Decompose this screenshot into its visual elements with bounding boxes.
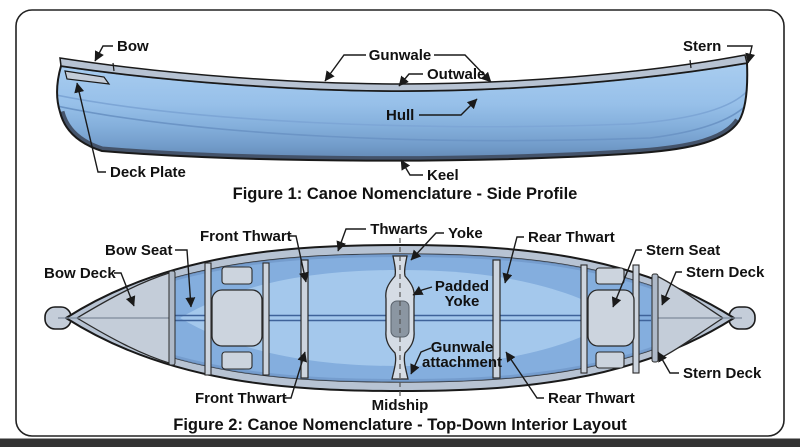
- bow-seat-rail-right: [262, 262, 270, 376]
- bow-rail-notch: [112, 62, 115, 72]
- leader-gunwale-left: [324, 54, 366, 82]
- stern-rail-notch: [689, 59, 692, 69]
- leader-yoke: [410, 232, 444, 261]
- leader-keel: [400, 159, 423, 176]
- label-keel: Keel: [427, 167, 459, 184]
- stern-seat-assembly: [580, 264, 640, 374]
- figure2-caption: Figure 2: Canoe Nomenclature - Top-Down …: [173, 416, 627, 434]
- stern-seat-shape: [587, 289, 635, 347]
- stern-bulkhead: [651, 273, 659, 363]
- leader-thwarts: [336, 228, 366, 252]
- leader-front-thwart-top: [289, 235, 309, 283]
- label-stern-seat: Stern Seat: [646, 242, 720, 259]
- stern-seat-brace-bottom: [595, 351, 625, 369]
- leader-stern-seat: [611, 249, 642, 308]
- label-front-thwart-top: Front Thwart: [200, 228, 292, 245]
- label-rear-thwart-top: Rear Thwart: [528, 229, 615, 246]
- bow-seat-rail-left: [204, 262, 212, 376]
- leader-rear-thwart-bottom: [505, 351, 544, 399]
- label-gunwale-attachment-line2: attachment: [422, 354, 502, 371]
- leader-gunwale-attachment: [410, 347, 432, 375]
- leader-stern-deck-bottom: [657, 351, 679, 374]
- figure2-top-down: Bow Seat Bow Deck Front Thwart Front Thw…: [44, 221, 765, 434]
- leader-rear-thwart-top: [502, 236, 524, 284]
- label-gunwale: Gunwale: [369, 47, 432, 64]
- label-gunwale-attachment-line1: Gunwale: [431, 339, 494, 356]
- leader-hull: [419, 98, 478, 116]
- label-rear-thwart-bottom: Rear Thwart: [548, 390, 635, 407]
- figure1-caption: Figure 1: Canoe Nomenclature - Side Prof…: [233, 185, 578, 203]
- front-thwart-bar: [300, 259, 309, 379]
- label-hull: Hull: [386, 107, 414, 124]
- label-outwale: Outwale: [427, 66, 485, 83]
- leader-gunwale-right: [434, 54, 492, 83]
- bottom-bar: [0, 438, 800, 447]
- label-bow-deck: Bow Deck: [44, 265, 116, 282]
- rear-thwart-bar: [492, 259, 501, 379]
- bow-seat-assembly: [204, 262, 270, 376]
- bow-seat-brace-top: [221, 266, 253, 285]
- figure1-side-profile: Bow Gunwale Outwale Hull Keel Stern Deck…: [56, 38, 756, 203]
- leader-stern: [727, 45, 756, 64]
- leader-bow-deck: [114, 272, 136, 307]
- stern-seat-brace-top: [595, 267, 625, 285]
- label-yoke: Yoke: [448, 225, 483, 242]
- label-deck-plate: Deck Plate: [110, 164, 186, 181]
- bow-seat-shape: [211, 289, 263, 347]
- leader-padded-yoke: [412, 286, 433, 296]
- label-midship: Midship: [372, 397, 429, 414]
- leader-front-thwart-bottom: [284, 351, 308, 399]
- deck-plate-shape: [64, 70, 111, 85]
- leader-deck-plate: [74, 82, 106, 173]
- label-padded-yoke-line2: Yoke: [445, 293, 480, 310]
- label-stern-deck-bottom: Stern Deck: [683, 365, 762, 382]
- label-padded-yoke-line1: Padded: [435, 278, 489, 295]
- hull-shape: [57, 63, 748, 161]
- leader-outwale: [398, 73, 423, 87]
- leader-bow-seat: [175, 249, 196, 308]
- label-stern-deck-top: Stern Deck: [686, 264, 765, 281]
- label-bow: Bow: [117, 38, 149, 55]
- bow-seat-brace-bottom: [221, 351, 253, 370]
- leader-bow: [94, 45, 113, 62]
- label-thwarts: Thwarts: [370, 221, 428, 238]
- leader-stern-deck-top: [661, 271, 682, 306]
- stern-seat-rail-left: [580, 264, 588, 374]
- label-front-thwart-bottom: Front Thwart: [195, 390, 287, 407]
- label-bow-seat: Bow Seat: [105, 242, 173, 259]
- label-stern: Stern: [683, 38, 721, 55]
- bow-bulkhead: [168, 270, 176, 366]
